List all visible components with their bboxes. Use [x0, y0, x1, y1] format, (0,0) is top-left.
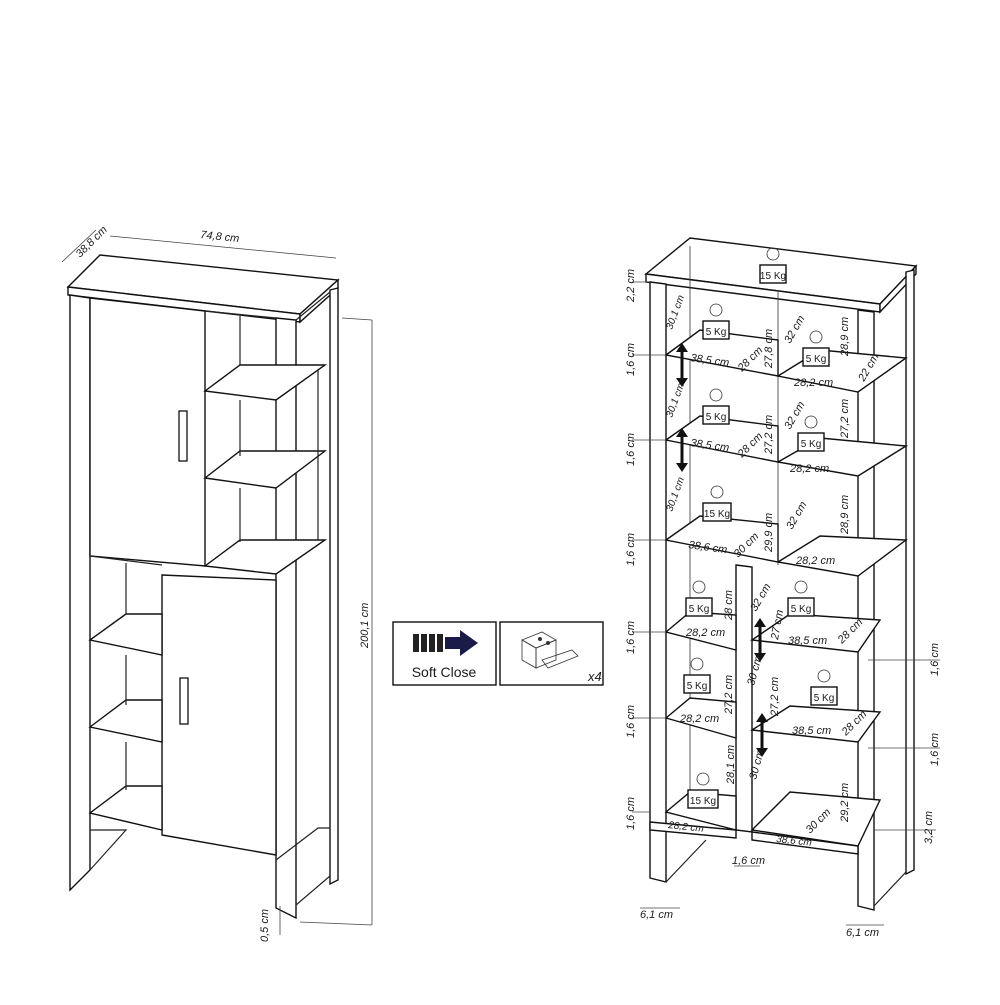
- load-top: 15 Kg: [760, 271, 786, 282]
- shelf-rc1: [750, 613, 882, 653]
- shelf-lc1: [664, 611, 737, 651]
- dim-lc-v2: 27 cm: [769, 609, 786, 642]
- right-front-leg: [275, 317, 297, 920]
- dim-foot-gap: 0,5 cm: [259, 909, 271, 942]
- load-bottom: 15 Kg: [690, 796, 716, 807]
- dim-shelf-4: 1,6 cm: [625, 621, 637, 654]
- shelf-r3: [776, 535, 908, 577]
- dim-lc-h1: 28 cm: [723, 590, 735, 621]
- upper-door: [89, 297, 206, 567]
- dim-shelf-2: 1,6 cm: [625, 433, 637, 466]
- shelf-l3: [664, 515, 779, 563]
- post-back-right: [905, 269, 915, 876]
- load-rc1: 5 Kg: [791, 604, 812, 615]
- dim-ext-base: 3,2 cm: [923, 811, 935, 844]
- dim-r-d3: 32 cm: [784, 500, 809, 532]
- dim-r-h1: 28,9 cm: [839, 317, 851, 357]
- shelf-l1: [664, 329, 779, 377]
- dim-foot-right: 6,1 cm: [846, 927, 879, 939]
- dim-shelf-1: 1,6 cm: [625, 343, 637, 376]
- load-lc2: 5 Kg: [687, 681, 708, 692]
- dim-r-w3: 28,2 cm: [795, 555, 835, 567]
- right-cabinet-view: [632, 237, 940, 926]
- dim-top-thick: 2,2 cm: [625, 269, 637, 303]
- dim-r-d2: 32 cm: [782, 400, 807, 432]
- dim-rc-w2: 38,5 cm: [792, 725, 831, 737]
- load-l3: 15 Kg: [704, 509, 730, 520]
- dim-l-w2: 38,5 cm: [690, 437, 730, 454]
- dim-base-right-w: 38,6 cm: [776, 834, 813, 849]
- dim-r-w1: 28,2 cm: [793, 377, 833, 389]
- dim-l-diag-3: 30,1 cm: [664, 476, 687, 513]
- dim-width: 74,8 cm: [200, 229, 240, 245]
- lower-door: [161, 574, 277, 856]
- dim-rc-h3: 29,2 cm: [839, 783, 851, 823]
- load-r2: 5 Kg: [801, 439, 822, 450]
- soft-close-label: Soft Close: [412, 664, 477, 680]
- left-cabinet-view: [61, 229, 373, 935]
- dim-depth: 38,8 cm: [74, 224, 110, 260]
- lower-door-handle: [179, 677, 189, 725]
- load-r1: 5 Kg: [806, 354, 827, 365]
- dim-lc-h2: 27,2 cm: [723, 675, 735, 715]
- dim-r-d1: 32 cm: [782, 314, 807, 346]
- dim-height: 200,1 cm: [359, 603, 371, 649]
- upper-shelf-1: [203, 364, 328, 401]
- hinge-count: x4: [587, 669, 602, 684]
- dim-foot-left: 6,1 cm: [640, 909, 673, 921]
- dim-r-h3: 28,9 cm: [839, 495, 851, 535]
- left-side-panel: [69, 294, 91, 892]
- lower-shelf-1: [88, 613, 163, 656]
- dim-l-diag-1: 30,1 cm: [664, 294, 687, 331]
- lower-shelf-3: [88, 785, 163, 831]
- upper-door-handle: [178, 410, 188, 462]
- shelf-lc2: [664, 697, 737, 739]
- dim-l-h3: 29,9 cm: [763, 513, 775, 553]
- dim-base-left-w: 28,2 cm: [667, 820, 705, 835]
- dim-shelf-5: 1,6 cm: [625, 705, 637, 738]
- hinge-icon: [521, 631, 579, 669]
- base-right: [751, 831, 859, 855]
- dim-l-w1: 38,5 cm: [690, 352, 730, 369]
- dim-l-w3: 38,6 cm: [688, 539, 728, 556]
- dim-l-h1: 27,8 cm: [763, 329, 775, 369]
- upper-shelf-2: [203, 450, 328, 489]
- post-front-left: [649, 281, 667, 883]
- shelf-l2: [664, 415, 779, 463]
- load-rc2: 5 Kg: [814, 693, 835, 704]
- dim-r-w2: 28,2 cm: [789, 463, 829, 475]
- dim-shelf-3: 1,6 cm: [625, 533, 637, 566]
- right-back-leg: [329, 287, 339, 886]
- soft-close-legend: Soft Close: [392, 621, 497, 686]
- dim-ext-shelf-2: 1,6 cm: [929, 733, 941, 766]
- dim-lc-h3: 28,1 cm: [725, 745, 737, 785]
- load-l1: 5 Kg: [706, 327, 727, 338]
- dim-shelf-6: 1,6 cm: [625, 797, 637, 830]
- dim-r-h2: 27,2 cm: [839, 399, 851, 439]
- base-left: [649, 821, 737, 839]
- load-l2: 5 Kg: [706, 412, 727, 423]
- hinge-legend: x4: [499, 621, 604, 686]
- dim-rc-w1: 38,5 cm: [788, 635, 827, 647]
- dim-mid-gap: 1,6 cm: [732, 855, 765, 867]
- load-lc1: 5 Kg: [689, 604, 710, 615]
- shelf-rc2: [749, 705, 882, 743]
- soft-close-arrow-icon: [413, 630, 478, 656]
- dim-l-h2: 27,2 cm: [763, 415, 775, 455]
- dim-l-diag-2: 30,1 cm: [664, 382, 687, 419]
- lower-shelf-2: [88, 699, 163, 743]
- load-tags: [683, 247, 838, 809]
- adjust-arrows: [676, 343, 768, 757]
- upper-shelf-3: [203, 539, 328, 575]
- dim-lc-w1: 28,2 cm: [685, 627, 725, 639]
- dim-lc-v3: 27,2 cm: [769, 677, 781, 717]
- dim-ext-shelf-1: 1,6 cm: [929, 643, 941, 676]
- dim-lc-w2: 28,2 cm: [679, 713, 719, 725]
